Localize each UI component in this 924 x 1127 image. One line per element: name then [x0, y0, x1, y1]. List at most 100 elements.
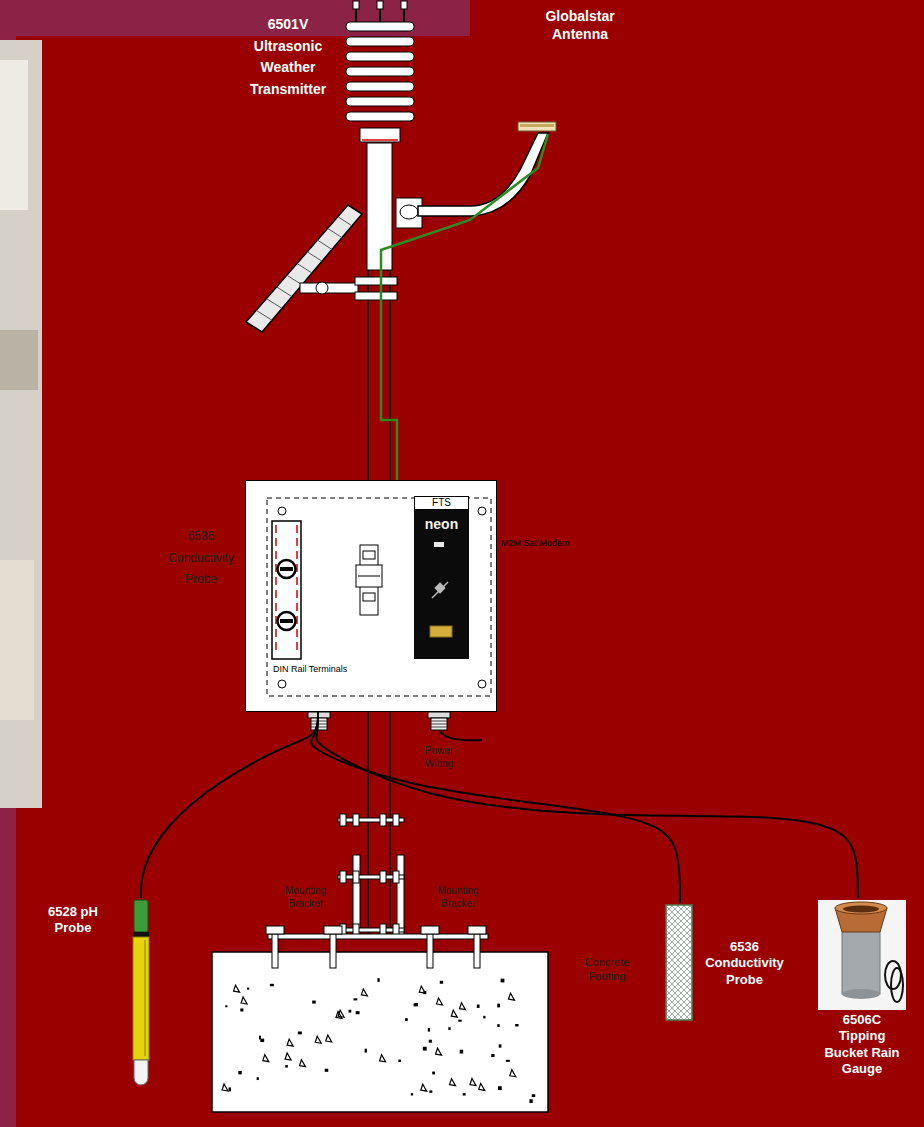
mast-clamp: [355, 277, 397, 285]
shield-plate: [346, 52, 414, 61]
terminal-screw: [363, 593, 375, 601]
aggregate-speck: [477, 1004, 480, 1007]
bracket-nut: [380, 871, 386, 883]
terminal-knob: [278, 612, 296, 630]
aggregate-speck: [459, 1003, 465, 1010]
solar-cell-line: [328, 228, 342, 237]
aggregate-speck: [380, 1055, 386, 1062]
aggregate-speck: [437, 998, 443, 1005]
aggregate-speck: [398, 1060, 401, 1062]
aggregate-speck: [365, 1049, 367, 1053]
base-plate: [268, 934, 488, 939]
component-label: 6506C Tipping Bucket Rain Gauge: [820, 1012, 904, 1077]
anchor-nut: [266, 926, 284, 934]
solar-cell-line: [266, 299, 282, 309]
aggregate-speck: [222, 1084, 228, 1091]
gauge-body: [842, 930, 880, 994]
modem-connector: [430, 626, 452, 637]
part-label: Mounting Bracket: [278, 885, 333, 910]
transmitter-group: 6501V Ultrasonic Weather Transmitter: [232, 4, 422, 144]
mounting-screw: [278, 507, 286, 515]
solar-panel: [246, 205, 362, 332]
terminal-screw: [363, 551, 375, 559]
aggregate-speck: [349, 1010, 352, 1013]
concrete-footing: Concrete Footing: [210, 952, 630, 1112]
bracket-plate: [397, 855, 404, 935]
aggregate-speck: [336, 1011, 342, 1018]
header-band: [0, 0, 470, 36]
sensor-head: [353, 1, 359, 9]
sensor-head: [401, 1, 407, 9]
shield-plate: [346, 22, 414, 31]
inner-panel-outline: [267, 498, 491, 696]
anchor-bolt: [330, 934, 336, 968]
mounting-screw: [478, 507, 486, 515]
mounting-screw: [478, 680, 486, 688]
antenna-icon: [520, 124, 554, 127]
aggregate-speck: [440, 981, 443, 984]
aggregate-speck: [510, 1070, 516, 1077]
mast-line: [367, 270, 369, 480]
signal-cable: [316, 712, 858, 898]
aggregate-speck: [436, 1048, 442, 1055]
aggregate-speck: [515, 1024, 518, 1027]
aggregate-speck: [238, 1071, 241, 1074]
aggregate-speck: [421, 1084, 427, 1091]
satellite-icon: [434, 582, 445, 593]
gland-thread: [431, 727, 447, 728]
bracket-nut: [340, 814, 346, 826]
aggregate-speck: [429, 1040, 432, 1043]
aggregate-speck: [411, 1093, 413, 1095]
aggregate-speck: [247, 988, 249, 990]
conductivity-probe: 6536 Conductivity Probe: [660, 903, 795, 1023]
bracket-nut: [340, 871, 346, 883]
antenna-icon: [518, 122, 556, 131]
terminal-line: [358, 576, 380, 577]
aggregate-speck: [451, 1010, 457, 1017]
aggregate-speck: [529, 1099, 532, 1103]
footing-block: [212, 952, 548, 1112]
photo-fragment: [0, 560, 34, 720]
cable-gland: [431, 718, 447, 730]
aggregate-speck: [257, 1077, 259, 1080]
modem-led: [434, 542, 444, 547]
aggregate-speck: [405, 1018, 408, 1021]
aggregate-speck: [356, 1011, 360, 1014]
modem-body: [414, 510, 469, 659]
aggregate-speck: [450, 1079, 456, 1086]
bracket-nut: [353, 814, 359, 826]
brand-logo: neon: [414, 516, 469, 534]
aggregate-speck: [423, 991, 426, 994]
aggregate-speck: [423, 1047, 427, 1051]
aggregate-speck: [325, 1069, 329, 1072]
aggregate-speck: [432, 1072, 435, 1075]
anchor-bolt: [272, 934, 278, 968]
aggregate-speck: [497, 1024, 499, 1027]
anchor-nut: [468, 926, 486, 934]
part-label: Concrete Footing: [582, 956, 632, 984]
gland-thread: [311, 721, 327, 722]
anchor-nut: [324, 926, 342, 934]
signal-cable: [141, 712, 318, 898]
aggregate-speck: [491, 1054, 494, 1057]
satellite-icon: [432, 582, 448, 598]
aggregate-speck: [270, 984, 274, 986]
signal-cable: [381, 134, 548, 480]
aggregate-speck: [414, 1003, 418, 1006]
part-label: Mounting Bracket: [428, 885, 488, 910]
component-label: 6528 pH Probe: [40, 904, 106, 937]
shield-base: [360, 128, 400, 142]
probe-stripe: [144, 940, 146, 1056]
aggregate-speck: [532, 1094, 536, 1097]
gauge-rim: [835, 902, 887, 914]
aggregate-speck: [460, 1050, 463, 1054]
bracket-nut: [393, 871, 399, 883]
din-rail-strip: [272, 521, 301, 659]
bracket-nut: [353, 871, 359, 883]
panel-arm: [300, 283, 358, 293]
photo-fragment: [0, 60, 28, 210]
aggregate-speck: [479, 1083, 485, 1090]
terminal-knob: [278, 560, 296, 578]
part-label: M2M Sat Modem: [501, 538, 570, 549]
aggregate-speck: [470, 1079, 476, 1086]
